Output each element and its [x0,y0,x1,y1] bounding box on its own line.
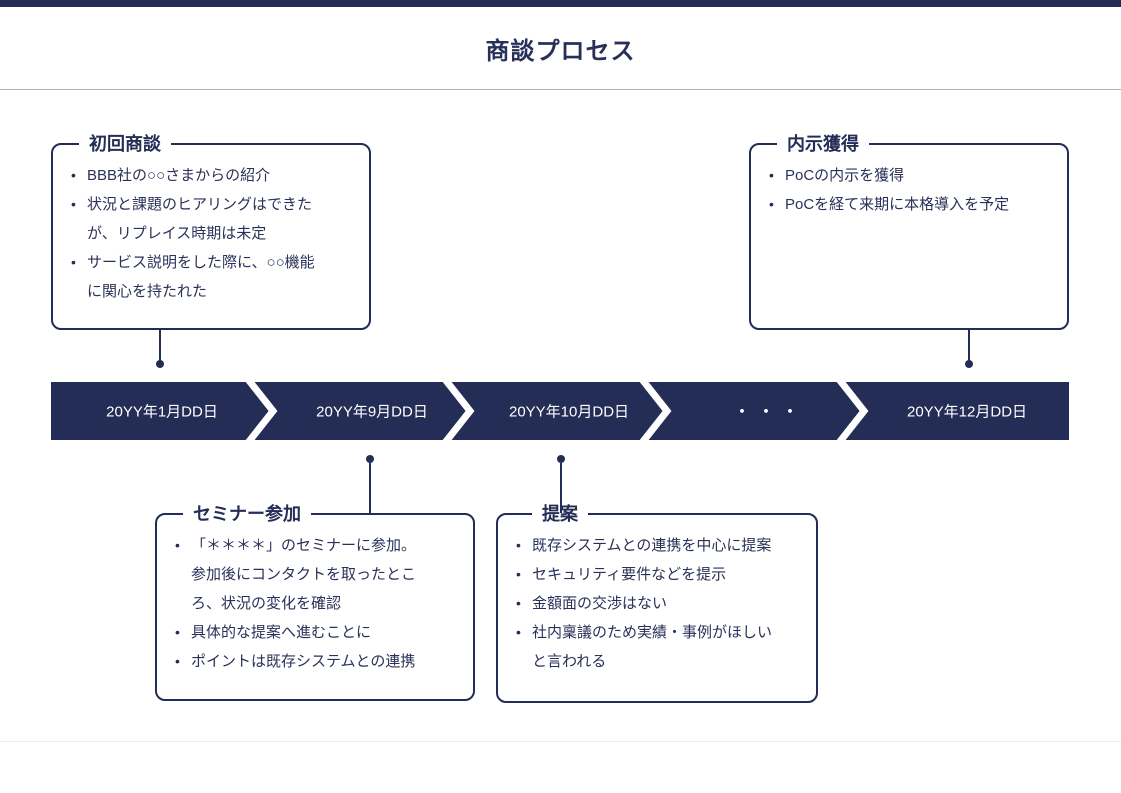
bullet-icon: • [175,653,180,669]
connector-line [159,330,161,361]
bullet-item: • 既存システムとの連携を中心に提案 [516,531,802,560]
bullet-text: PoCを経て来期に本格導入を予定 [785,196,1010,213]
bullet-list: • 既存システムとの連携を中心に提案 • セキュリティ要件などを提示 • 金額面の交渉… [498,515,816,676]
bullet-list: • 「＊＊＊＊」のセミナーに参加。 参加後にコンタクトを取ったとこ ろ、状況の変化… [157,515,473,676]
top-accent-bar [0,0,1121,7]
bullet-item: • 状況と課題のヒアリングはできた が、リプレイス時期は未定 [71,190,355,248]
bullet-text: セキュリティ要件などを提示 [532,566,727,583]
bullet-list: • PoCの内示を獲得 • PoCを経て来期に本格導入を予定 [751,145,1067,219]
bullet-item: • BBB社の○○さまからの紹介 [71,161,355,190]
bullet-item: • 「＊＊＊＊」のセミナーに参加。 参加後にコンタクトを取ったとこ ろ、状況の変化… [175,531,459,618]
bullet-item: • 社内稟議のため実績・事例がほしい と言われる [516,618,802,676]
bullet-text: サービス説明をした際に、○○機能 に関心を持たれた [87,254,315,300]
chevron-separator-icon [639,382,672,440]
callout-title: セミナー参加 [183,502,311,527]
timeline-date: 20YY年9月DD日 [316,403,428,421]
connector-line [560,463,562,513]
chevron-separator-icon [836,382,869,440]
bullet-text: 社内稟議のため実績・事例がほしい と言われる [532,624,773,670]
timeline-date: 20YY年1月DD日 [106,403,218,421]
chevron-separator-icon [245,382,278,440]
timeline-date: 20YY年10月DD日 [508,403,630,421]
callout-proposal: 提案 •既存システムとの連携を中心に提案 •セキュリティ要件などを提示 •金額面… [496,502,818,703]
bullet-icon: • [71,254,76,270]
bullet-text: 具体的な提案へ進むことに [191,624,372,641]
timeline-date: 20YY年12月DD日 [906,403,1028,421]
bullet-icon: • [175,537,180,553]
connector-line [968,330,970,361]
bullet-item: • PoCを経て来期に本格導入を予定 [769,190,1053,219]
bullet-item: • セキュリティ要件などを提示 [516,560,802,589]
connector-dot [557,455,565,463]
callout-seminar: セミナー参加 • 「＊＊＊＊」のセミナーに参加。 参加後にコンタクトを取ったとこ … [155,502,475,701]
bullet-text: 状況と課題のヒアリングはできた が、リプレイス時期は未定 [87,196,313,242]
timeline-ellipsis: ・・・ [734,403,807,421]
footer-divider [0,741,1121,742]
bullet-text: ポイントは既存システムとの連携 [191,653,416,670]
bullet-item: • 具体的な提案へ進むことに [175,618,459,647]
callout-informal-decision: 内示獲得 • PoCの内示を獲得 • PoCを経て来期に本格導入を予定 [749,132,1069,330]
bullet-item: • PoCの内示を獲得 [769,161,1053,190]
bullet-list: • BBB社の○○さまからの紹介 • 状況と課題のヒアリングはできた が、リプレイス… [53,145,369,306]
bullet-icon: • [769,167,774,183]
bullet-icon: • [71,196,76,212]
bullet-icon: • [71,167,76,183]
connector-dot [156,360,164,368]
bullet-item: • 金額面の交渉はない [516,589,802,618]
chevron-separator-icon [442,382,475,440]
bullet-item: • ポイントは既存システムとの連携 [175,647,459,676]
callout-title: 初回商談 [79,132,171,157]
bullet-item: • サービス説明をした際に、○○機能 に関心を持たれた [71,248,355,306]
bullet-text: BBB社の○○さまからの紹介 [87,167,271,184]
connector-line [369,463,371,513]
bullet-icon: • [516,537,521,553]
connector-dot [366,455,374,463]
bullet-icon: • [516,566,521,582]
bullet-text: 「＊＊＊＊」のセミナーに参加。 参加後にコンタクトを取ったとこ ろ、状況の変化を… [191,537,417,612]
bullet-icon: • [175,624,180,640]
connector-dot [965,360,973,368]
bullet-icon: • [516,624,521,640]
timeline-bar: 20YY年1月DD日 20YY年9月DD日 20YY年10月DD日 ・・・ 20… [51,382,1069,440]
timeline-chevron-graphic [51,382,1069,440]
bullet-icon: • [769,196,774,212]
bullet-icon: • [516,595,521,611]
bullet-text: 既存システムとの連携を中心に提案 [532,537,772,554]
bullet-text: 金額面の交渉はない [532,595,668,612]
callout-first-meeting: 初回商談 • BBB社の○○さまからの紹介 • 状況と課題のヒアリングはできた が、… [51,132,371,330]
callout-title: 内示獲得 [777,132,869,157]
bullet-text: PoCの内示を獲得 [785,167,905,184]
header-divider [0,89,1121,90]
page-title: 商談プロセス [485,38,636,65]
